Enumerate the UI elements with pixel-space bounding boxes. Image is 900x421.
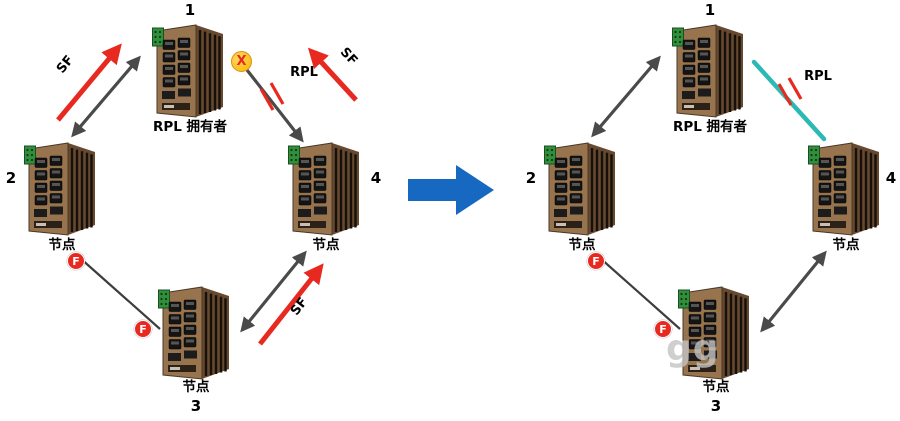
- industrial-switch-illustration: [24, 142, 95, 236]
- rpl-label-left: RPL: [290, 65, 318, 80]
- rpl-block-mark: [777, 83, 793, 106]
- node3-label-right: 节点: [702, 379, 730, 395]
- sf-arrow-left-1-2: [56, 43, 122, 122]
- link-failure-x-badge: X: [231, 51, 252, 72]
- sf-arrow-left-1-4: [307, 47, 358, 102]
- node2-number-left: 2: [5, 169, 17, 187]
- fault-f-badge-left-node3: F: [134, 320, 152, 338]
- node4-label-right: 节点: [832, 237, 860, 253]
- node2-label-left: 节点: [48, 237, 76, 253]
- industrial-switch-illustration: [544, 142, 615, 236]
- link-right-1-2: [591, 55, 661, 138]
- switch-node1-right: [672, 24, 748, 119]
- rpl-block-mark: [269, 82, 285, 105]
- switch-node2-left: [24, 142, 100, 237]
- node4-number-right: 4: [885, 169, 897, 187]
- node1-number-left: 1: [184, 1, 196, 19]
- switch-node4-right: [808, 142, 884, 237]
- switch-node2-right: [544, 142, 620, 237]
- switch-node1-left: [152, 24, 228, 119]
- link-right-2-3: [599, 257, 681, 330]
- fault-f-badge-right-node2: F: [587, 252, 605, 270]
- industrial-switch-illustration: [288, 142, 359, 236]
- link-left-3-4: [240, 250, 307, 333]
- node3-number-left: 3: [190, 397, 202, 415]
- switch-node3-right: [678, 286, 754, 381]
- link-left-2-3: [79, 257, 161, 330]
- link-left-1-4: [245, 69, 304, 143]
- fault-f-badge-left-node2: F: [67, 252, 85, 270]
- switch-node3-left: [158, 286, 234, 381]
- rpl-block-mark: [259, 88, 275, 111]
- rpl-block-mark: [787, 77, 803, 100]
- industrial-switch-illustration: [808, 142, 879, 236]
- link-right-3-4: [760, 250, 827, 333]
- switch-node4-left: [288, 142, 364, 237]
- industrial-switch-illustration: [678, 286, 749, 380]
- industrial-switch-illustration: [152, 24, 223, 118]
- rpl-owner-label-left: RPL 拥有者: [152, 119, 228, 135]
- node4-label-left: 节点: [312, 237, 340, 253]
- node2-number-right: 2: [525, 169, 537, 187]
- node1-number-right: 1: [704, 1, 716, 19]
- watermark: gg: [666, 328, 720, 369]
- link-left-1-2: [71, 55, 141, 138]
- node4-number-left: 4: [370, 169, 382, 187]
- sf-arrow-left-3-4: [258, 263, 324, 346]
- rpl-owner-label-right: RPL 拥有者: [672, 119, 748, 135]
- node3-label-left: 节点: [182, 379, 210, 395]
- node3-number-right: 3: [710, 397, 722, 415]
- rpl-label-right: RPL: [804, 69, 832, 84]
- industrial-switch-illustration: [158, 286, 229, 380]
- industrial-switch-illustration: [672, 24, 743, 118]
- transition-arrow: [408, 165, 494, 215]
- fault-f-badge-right-node3: F: [654, 320, 672, 338]
- node2-label-right: 节点: [568, 237, 596, 253]
